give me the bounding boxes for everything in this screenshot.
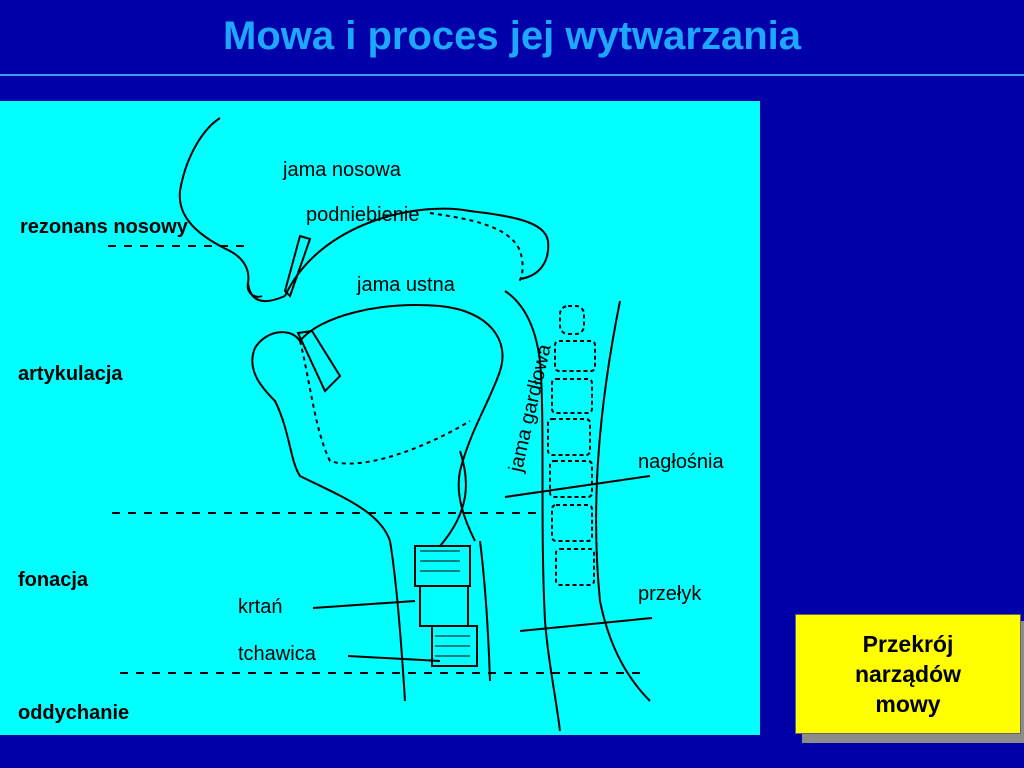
vertebrae (547, 305, 596, 586)
spine-outline (595, 300, 651, 702)
diagram-panel: jama nosowa podniebienie jama ustna jama… (0, 101, 760, 735)
level-lines (108, 245, 640, 674)
tongue-outline (254, 304, 504, 542)
label-epiglottis: nagłośnia (638, 451, 724, 473)
larynx-back (479, 540, 491, 682)
upper-lip (283, 234, 312, 298)
speech-organs-diagram (108, 117, 653, 732)
level-articulation: artykulacja (18, 363, 123, 385)
label-palate: podniebienie (306, 204, 420, 226)
page-title: Mowa i proces jej wytwarzania (223, 14, 801, 58)
level-phonation: fonacja (18, 569, 89, 591)
label-oral-cavity: jama ustna (357, 274, 455, 296)
caption-text: Przekrój narządów mowy (854, 631, 962, 717)
title-divider (0, 74, 1024, 76)
label-trachea: tchawica (238, 643, 316, 665)
lower-lip (296, 329, 342, 393)
label-esophagus: przełyk (638, 583, 702, 605)
pharynx-wall (504, 290, 561, 732)
caption-box: Przekrój narządów mowy (795, 614, 1021, 734)
palate-outline (284, 207, 550, 297)
tongue-inner (299, 340, 471, 465)
chin-neck (251, 347, 406, 702)
nose-outline (247, 282, 286, 303)
pointer-lines (312, 475, 653, 662)
soft-palate (429, 212, 524, 284)
larynx-shape (414, 545, 478, 667)
face-profile (178, 117, 263, 298)
level-breathing: oddychanie (18, 702, 130, 724)
label-nasal-cavity: jama nosowa (283, 159, 401, 181)
epiglottis-shape (439, 450, 467, 547)
level-nasal-resonance: rezonans nosowy (20, 216, 188, 238)
label-larynx: krtań (238, 596, 283, 618)
